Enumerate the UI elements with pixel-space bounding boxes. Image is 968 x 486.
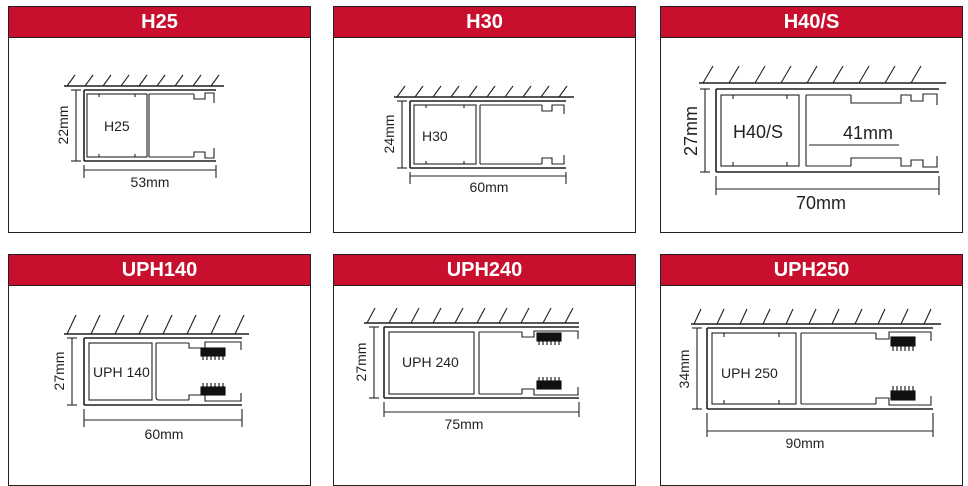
height-dimension-label: 27mm <box>353 343 369 382</box>
panel-title: H25 <box>9 7 310 38</box>
profile-diagram-uph250: UPH 250 34mm 90mm <box>676 308 941 451</box>
panel-h40s: H40/S <box>660 6 963 233</box>
panel-title: UPH250 <box>661 255 962 286</box>
brush-seal-top <box>200 347 226 360</box>
inner-width-dimension-label: 41mm <box>843 123 893 143</box>
profile-outline <box>409 100 566 169</box>
panel-h30: H30 <box>333 6 636 233</box>
ceiling-hatch <box>699 65 946 84</box>
height-dimension-label: 27mm <box>681 106 701 156</box>
panel-h25: H25 <box>8 6 311 233</box>
height-dimension-label: 27mm <box>51 352 67 391</box>
profile-diagram-uph140: UPH 140 27mm 60mm <box>51 314 249 442</box>
ceiling-hatch <box>64 74 224 87</box>
profile-label: H25 <box>104 118 130 134</box>
dimension-lines <box>700 88 940 195</box>
profile-label: UPH 240 <box>402 354 459 370</box>
panel-uph250: UPH250 <box>660 254 963 486</box>
dimension-lines <box>67 337 243 427</box>
panel-title: H30 <box>334 7 635 38</box>
width-dimension-label: 70mm <box>796 193 846 213</box>
brush-seal-top <box>536 332 562 345</box>
profile-outline <box>715 88 939 173</box>
panel-title: H40/S <box>661 7 962 38</box>
dimension-lines <box>369 326 580 417</box>
ceiling-hatch <box>364 307 579 324</box>
height-dimension-label: 24mm <box>381 115 397 154</box>
width-dimension-label: 60mm <box>145 426 184 442</box>
width-dimension-label: 60mm <box>470 179 509 195</box>
profile-label: H40/S <box>733 122 783 142</box>
brush-seal-top <box>890 336 916 351</box>
profile-label: H30 <box>422 128 448 144</box>
brush-seal-bottom <box>536 377 562 390</box>
height-dimension-label: 22mm <box>55 106 71 145</box>
dimension-lines <box>71 89 217 178</box>
brush-seal-bottom <box>890 386 916 401</box>
brush-seal-bottom <box>200 383 226 396</box>
profile-diagram-uph240: UPH 240 27mm 75mm <box>353 307 580 432</box>
profile-diagram-h40s: H40/S 41mm 27mm 70mm <box>681 65 946 213</box>
dimension-lines <box>692 327 934 437</box>
profile-outline <box>83 89 216 162</box>
ceiling-hatch <box>64 314 249 335</box>
panel-uph140: UPH140 <box>8 254 311 486</box>
profile-outline <box>83 337 242 406</box>
panel-title: UPH240 <box>334 255 635 286</box>
profile-label: UPH 140 <box>93 364 150 380</box>
ceiling-hatch <box>394 85 574 98</box>
profile-label: UPH 250 <box>721 365 778 381</box>
dimension-lines <box>397 100 567 184</box>
width-dimension-label: 90mm <box>786 435 825 451</box>
profile-outline <box>383 326 579 399</box>
width-dimension-label: 53mm <box>131 174 170 190</box>
profile-diagram-h30: H30 24mm 60mm <box>381 85 574 195</box>
panel-title: UPH140 <box>9 255 310 286</box>
panel-uph240: UPH240 <box>333 254 636 486</box>
height-dimension-label: 34mm <box>676 350 692 389</box>
ceiling-hatch <box>691 308 941 325</box>
width-dimension-label: 75mm <box>445 416 484 432</box>
profile-outline <box>706 327 933 410</box>
profile-diagram-h25: H25 22mm 53mm <box>55 74 224 190</box>
